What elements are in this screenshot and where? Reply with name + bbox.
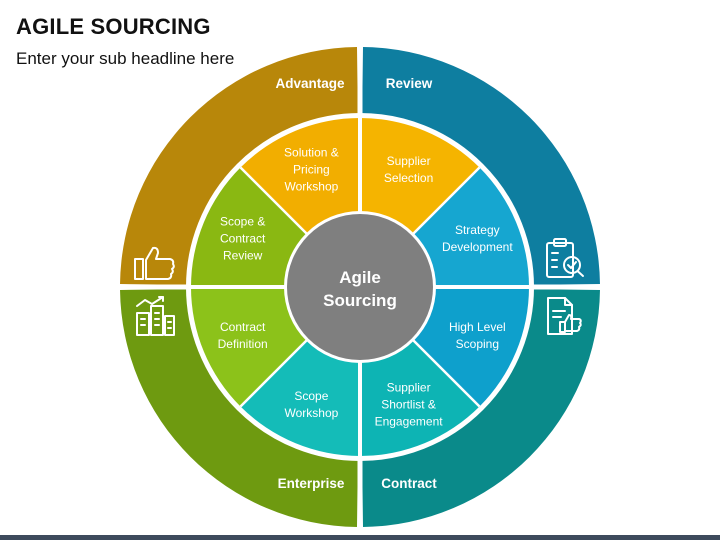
segment-wedge	[411, 287, 529, 407]
segment-label-line: Workshop	[284, 406, 338, 420]
segment-label-line: Solution &	[284, 146, 339, 160]
center-label-line: Agile	[339, 268, 381, 287]
document-approve-icon	[547, 297, 582, 335]
page-subtitle: Enter your sub headline here	[16, 49, 235, 68]
quadrant-label: Contract	[381, 476, 437, 491]
segment-label-line: Pricing	[293, 163, 330, 177]
segment-label-line: Engagement	[375, 414, 444, 428]
thumbs-up-icon	[134, 246, 175, 280]
segment-wedge	[360, 338, 480, 456]
footer-bar	[0, 535, 720, 540]
segment-label-line: Contract	[220, 320, 266, 334]
segment-wedge	[191, 167, 309, 287]
quadrant-label: Review	[386, 76, 433, 91]
segment-label-line: Strategy	[455, 223, 500, 237]
segment-divider	[239, 337, 310, 408]
segment-wedge	[240, 118, 360, 236]
segment-label-line: Supplier	[387, 380, 431, 394]
segment-label-line: Shortlist &	[381, 397, 436, 411]
segment-label-line: Supplier	[387, 154, 431, 168]
segment-wedge	[191, 287, 309, 407]
center-label-line: Sourcing	[323, 291, 397, 310]
segment-label-line: Scope	[294, 389, 328, 403]
segment-label-line: Development	[442, 240, 513, 254]
segment-label-line: Workshop	[284, 180, 338, 194]
segment-wedge	[411, 167, 529, 287]
segment-label-line: Review	[223, 248, 263, 262]
segment-label-line: Scoping	[456, 337, 499, 351]
segment-label-line: High Level	[449, 320, 506, 334]
segment-label-line: Definition	[218, 337, 268, 351]
segment-divider	[410, 166, 481, 237]
city-growth-icon	[136, 296, 175, 336]
segment-label-line: Scope &	[220, 214, 265, 228]
clipboard-search-icon	[546, 238, 584, 278]
page-title: AGILE SOURCING	[16, 14, 211, 39]
segment-label-line: Contract	[220, 231, 266, 245]
segment-divider	[410, 337, 481, 408]
segment-wedge	[240, 338, 360, 456]
ring-divider	[186, 113, 534, 461]
quadrant-label: Advantage	[275, 76, 345, 91]
center-circle	[287, 214, 433, 360]
segment-wedge	[360, 118, 480, 236]
segment-label-line: Selection	[384, 171, 433, 185]
quadrant-label: Enterprise	[278, 476, 345, 491]
segment-divider	[239, 166, 310, 237]
